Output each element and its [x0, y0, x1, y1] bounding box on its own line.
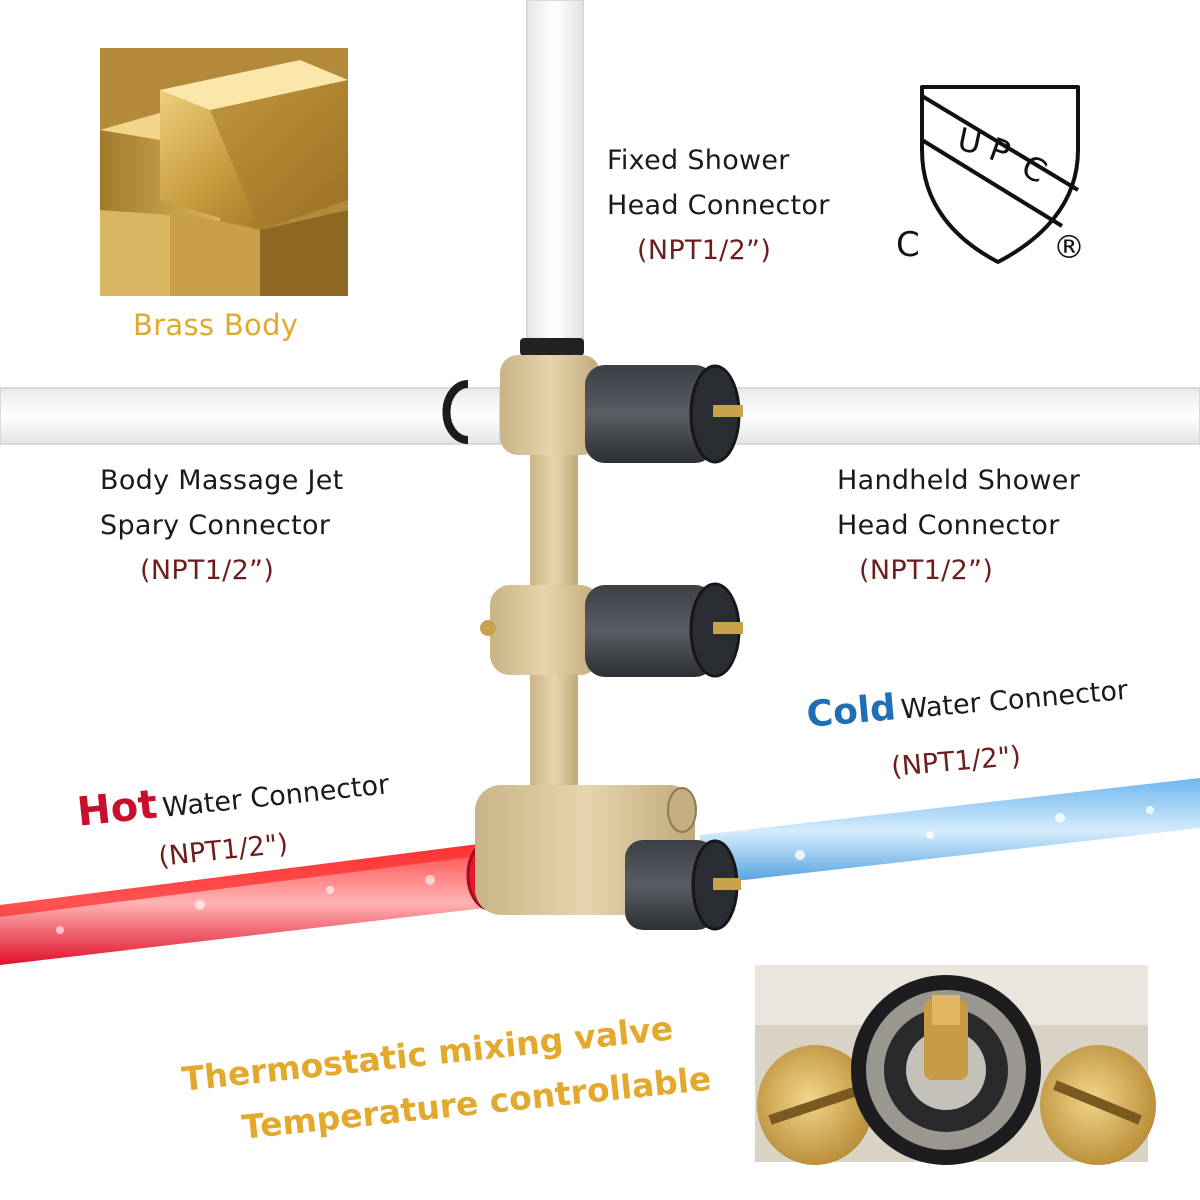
body-line2: Spary Connector: [100, 510, 331, 541]
upc-registered-mark: ®: [1053, 228, 1085, 266]
cartridge-photo: [755, 965, 1156, 1165]
body-line1: Body Massage Jet: [100, 465, 344, 496]
fixed-connector-label: Fixed Shower Head Connector (NPT1/2”): [607, 138, 830, 273]
left-pipe: [0, 387, 501, 445]
hot-word: Hot: [75, 781, 160, 836]
top-pipe: [526, 0, 584, 346]
body-npt: (NPT1/2”): [140, 555, 275, 586]
valve-body: [442, 338, 743, 931]
cold-pipe: [700, 778, 1200, 885]
upc-shield-logo: [920, 85, 1080, 264]
fixed-line1: Fixed Shower: [607, 145, 790, 176]
cold-word: Cold: [805, 687, 898, 736]
fixed-npt: (NPT1/2”): [637, 235, 772, 266]
right-pipe: [689, 387, 1200, 445]
handheld-line1: Handheld Shower: [837, 465, 1081, 496]
fixed-line2: Head Connector: [607, 190, 830, 221]
body-jet-connector-label: Body Massage Jet Spary Connector (NPT1/2…: [100, 458, 344, 593]
handheld-npt: (NPT1/2”): [859, 555, 994, 586]
handheld-connector-label: Handheld Shower Head Connector (NPT1/2”): [837, 458, 1080, 593]
brass-body-label: Brass Body: [133, 308, 299, 342]
brass-bars-photo: [100, 48, 348, 296]
upc-c-mark: C: [896, 225, 920, 265]
handheld-line2: Head Connector: [837, 510, 1060, 541]
